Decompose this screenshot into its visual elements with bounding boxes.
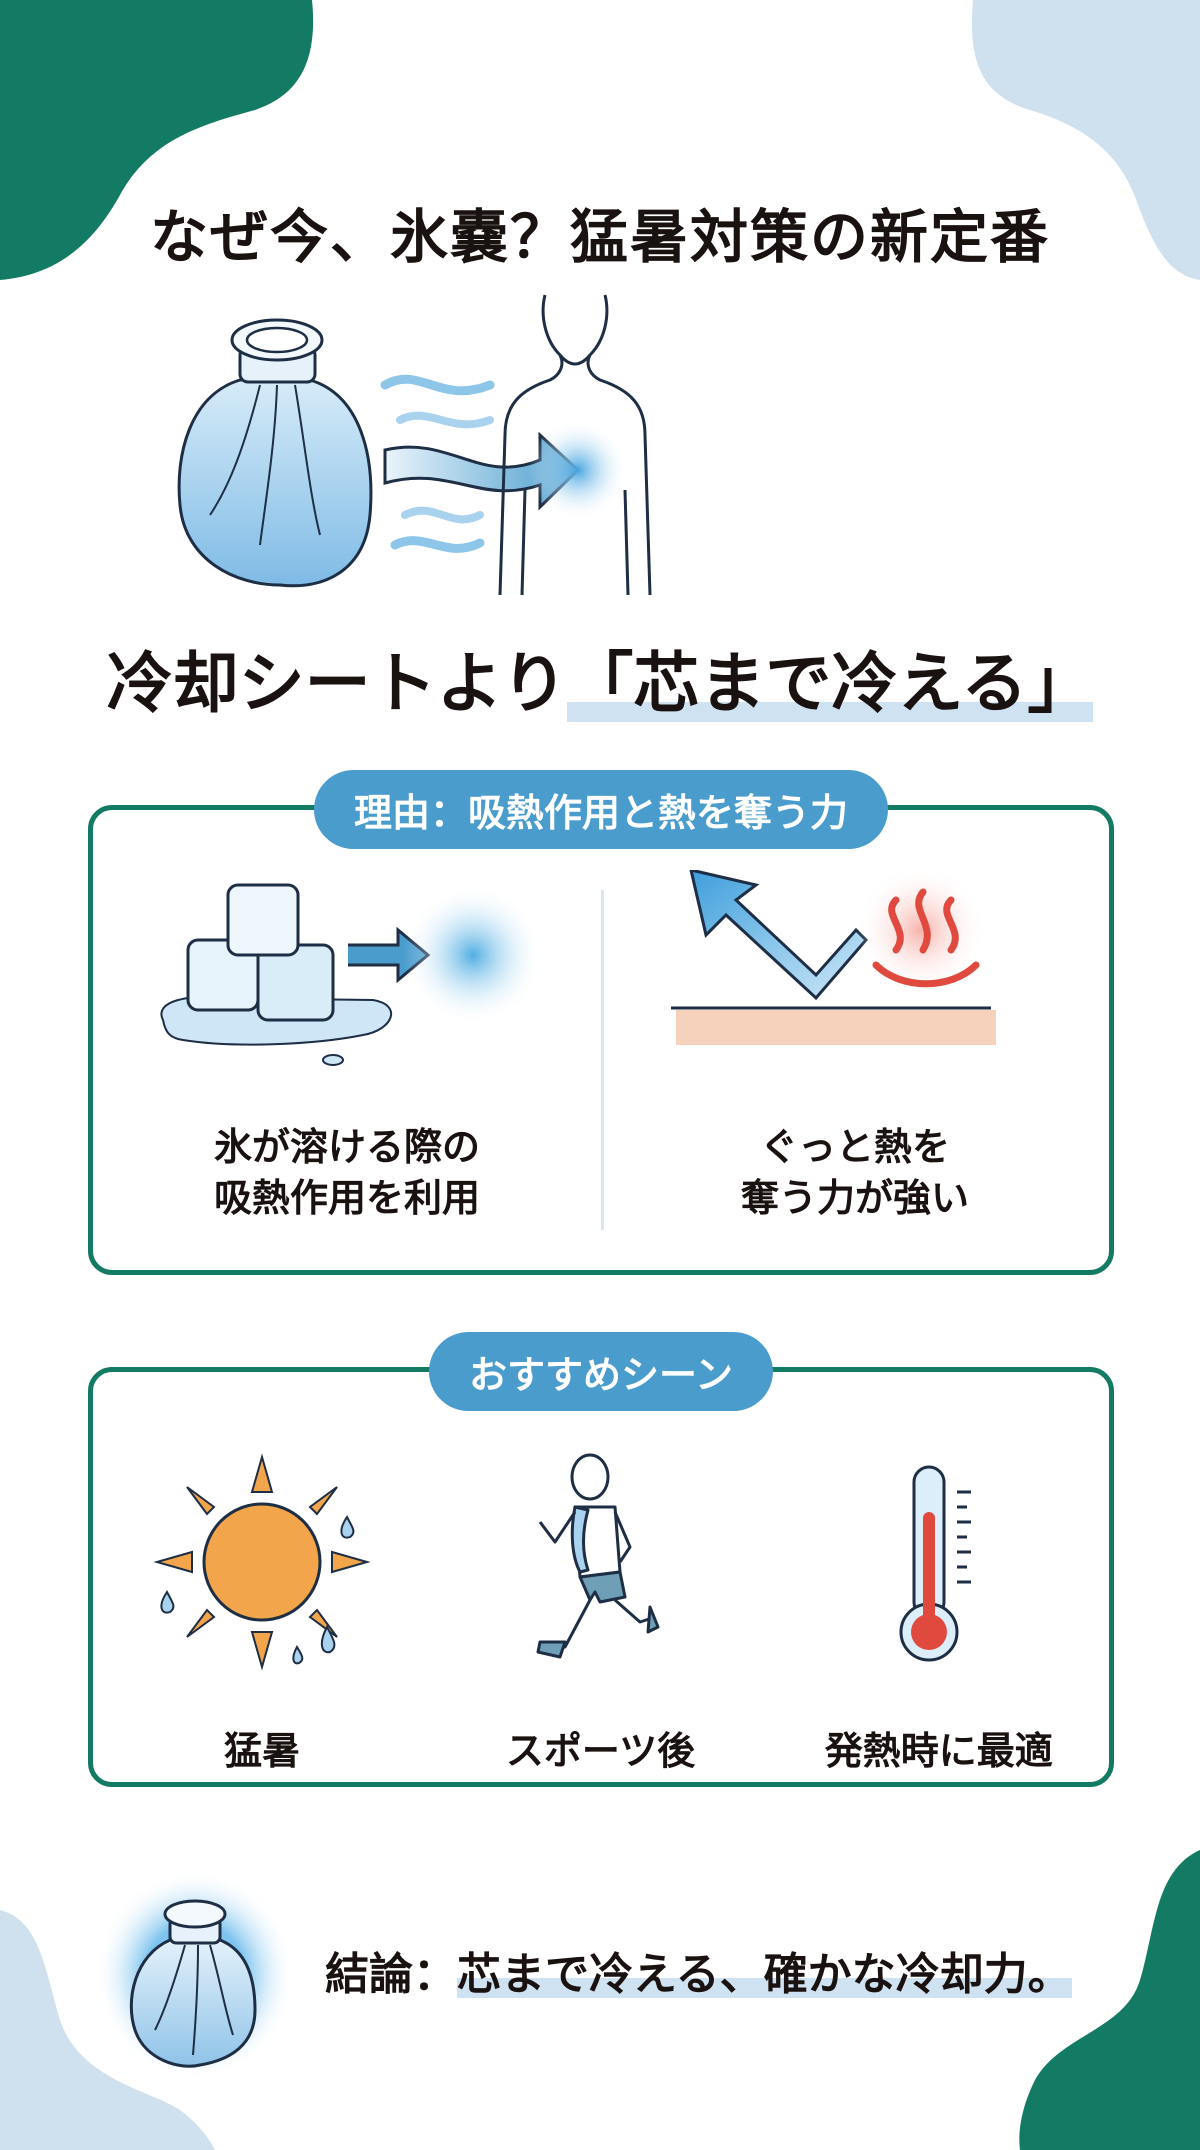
reason-panel: 理由：吸熱作用と熱を奪う力 氷が溶ける際の 吸熱作用を利用 — [88, 770, 1114, 1275]
page-title: なぜ今、氷嚢？猛暑対策の新定番 — [149, 203, 1050, 271]
scenes-label: おすすめシーン — [428, 1332, 774, 1411]
conclusion-ice-bag-icon — [95, 1870, 295, 2080]
bottom-left-blue-blob — [0, 1910, 215, 2150]
scene-label-heatwave: 猛暑 — [224, 1729, 301, 1773]
reason-item-absorption: 氷が溶ける際の 吸熱作用を利用 — [93, 810, 601, 1270]
scenes-panel: おすすめシーン 猛暑 — [88, 1332, 1114, 1787]
melting-ice-cubes-icon — [160, 883, 543, 1066]
top-left-green-blob — [0, 0, 314, 280]
conclusion-prefix: 結論： — [325, 1949, 457, 2000]
subtitle-prefix: 冷却シートより — [106, 645, 568, 722]
hero-illustration — [177, 294, 652, 596]
heat-removal-arrow-icon — [671, 870, 996, 1045]
reason-text-absorption: 氷が溶ける際の 吸熱作用を利用 — [213, 1125, 480, 1221]
subtitle: 冷却シートより「芯まで冷える」 — [80, 630, 1120, 726]
thermometer-icon — [899, 1465, 971, 1662]
reason-divider — [601, 890, 604, 1230]
conclusion-text: 結論：芯まで冷える、確かな冷却力。 — [325, 1938, 1072, 2002]
cold-wave-arrow-icon — [380, 374, 581, 553]
subtitle-highlight: 「芯まで冷える」 — [567, 630, 1094, 726]
bottom-right-green-blob — [1019, 1850, 1200, 2150]
scene-heatwave: 猛暑 — [93, 1452, 431, 1792]
ice-bag-icon — [177, 318, 373, 588]
runner-icon — [536, 1453, 660, 1659]
top-right-blue-blob — [971, 0, 1200, 280]
cold-glow-icon — [528, 420, 628, 520]
reason-item-heat-removal: ぐっと熱を 奪う力が強い — [601, 810, 1109, 1270]
reason-label: 理由：吸熱作用と熱を奪う力 — [313, 770, 889, 849]
scene-after-sports: スポーツ後 — [431, 1452, 769, 1792]
reason-text-heat-removal: ぐっと熱を 奪う力が強い — [740, 1125, 969, 1221]
human-torso-icon — [498, 294, 652, 596]
conclusion-highlight: 芯まで冷える、確かな冷却力。 — [457, 1938, 1072, 2002]
scene-fever: 発熱時に最適 — [770, 1452, 1108, 1792]
scene-label-after-sports: スポーツ後 — [505, 1729, 696, 1773]
scene-label-fever: 発熱時に最適 — [824, 1729, 1053, 1773]
sun-sweat-icon — [153, 1453, 371, 1671]
